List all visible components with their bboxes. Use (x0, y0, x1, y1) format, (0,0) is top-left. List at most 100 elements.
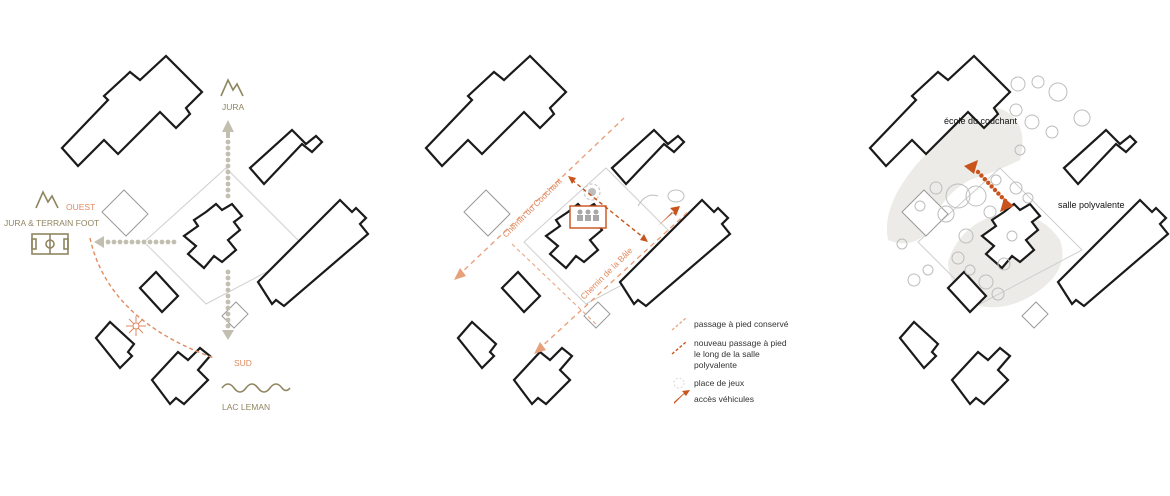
building-sw2 (94, 320, 136, 370)
trail-dot (986, 180, 991, 185)
tree-icon (914, 200, 926, 212)
new-passage (571, 179, 645, 239)
trail-dot (105, 239, 111, 245)
trail-dot (225, 287, 231, 293)
building-ne (248, 128, 324, 186)
trail-dot (225, 323, 231, 329)
tree-icon (922, 264, 934, 276)
label-lac: LAC LEMAN (222, 402, 270, 412)
trail-dot (129, 239, 135, 245)
path-sw-ne (511, 243, 599, 327)
legend-row-0: passage à pied conservé (671, 317, 789, 331)
trail-dot (225, 163, 231, 169)
axis-west (94, 236, 104, 248)
trail-dot (225, 181, 231, 187)
tree-icon (907, 273, 921, 287)
legend: passage à pied conservé nouveau passage … (671, 317, 789, 404)
sun-icon (126, 316, 146, 336)
trail-dot (1003, 198, 1008, 203)
trail-dot (225, 317, 231, 323)
axis-north (222, 120, 234, 138)
people-icon (577, 209, 599, 221)
label-salle: salle polyvalente (1058, 200, 1125, 210)
building-east-2 (618, 198, 732, 308)
ecole-building (868, 54, 1012, 168)
trail-dot (165, 239, 171, 245)
panel-circulation: Chemin du Couchant Chemin de la Bâle pas… (424, 54, 789, 406)
building-east-3 (1056, 198, 1170, 308)
building-west-3 (901, 189, 949, 237)
legend-label: polyvalente (694, 360, 737, 370)
playground-icon (583, 183, 601, 201)
trail-dot (989, 184, 994, 189)
tree-icon (945, 183, 971, 209)
building-sw1-3 (946, 270, 988, 314)
trail-dot (135, 239, 141, 245)
school-hall (182, 202, 244, 270)
label-ouest: OUEST (66, 202, 95, 212)
trail-dot (117, 239, 123, 245)
sketch-curve (637, 194, 659, 207)
tree-icon (1048, 82, 1068, 102)
trail-dot (975, 169, 981, 175)
trail-dot (171, 239, 177, 245)
legend-row-2: place de jeux (673, 377, 745, 389)
panel-landscape: école du couchant salle polyvalente (868, 54, 1170, 406)
tree-icon (896, 238, 908, 250)
trail-dot (141, 239, 147, 245)
tree-icon (983, 205, 997, 219)
trail-dot (225, 139, 231, 145)
arrow-head-sw (534, 342, 546, 354)
trail-dot (979, 173, 984, 178)
connection-arrow (964, 160, 1014, 212)
trail-dot (996, 191, 1001, 196)
tree-icon (964, 264, 976, 276)
trail-dot (225, 145, 231, 151)
building-sw1-2 (500, 270, 542, 314)
arrow-solid-icon (674, 390, 690, 404)
panel-orientation: JURA JURA & TERRAIN FOOT OUEST SUD LAC L… (4, 54, 370, 412)
label-sud: SUD (234, 358, 252, 368)
trail-dot (123, 239, 129, 245)
chemin-bale-line (537, 209, 691, 351)
trail-dot (225, 151, 231, 157)
trail-dot (225, 281, 231, 287)
trail-dot (225, 193, 231, 199)
trees (896, 75, 1091, 301)
trail-dot (992, 187, 998, 193)
trail-dot (225, 305, 231, 311)
trail-dot (225, 293, 231, 299)
trail-dot (225, 299, 231, 305)
mountain-icon (220, 78, 244, 97)
tree-icon (1014, 144, 1026, 156)
new-passage-head-b (640, 234, 648, 242)
circle-dashed-icon (673, 377, 685, 389)
trail-dot (225, 187, 231, 193)
playground-dot (588, 188, 596, 196)
trail-dot (147, 239, 153, 245)
building-sw2-2 (456, 320, 498, 370)
building-ne-2 (610, 128, 686, 186)
label-jura-foot: JURA & TERRAIN FOOT (4, 218, 99, 228)
new-passage-head-a (568, 176, 576, 184)
tree-icon (991, 287, 1005, 301)
trail-dot (225, 311, 231, 317)
tree-icon (951, 251, 965, 265)
legend-row-3: accès véhicules (674, 390, 754, 404)
building-west-2 (463, 189, 511, 237)
legend-label: place de jeux (694, 378, 745, 388)
trail-dot (982, 177, 987, 182)
trail-dot (153, 239, 159, 245)
tree-icon (1073, 109, 1091, 127)
tree-icon (929, 181, 943, 195)
axis-south (222, 330, 234, 340)
tree-icon (965, 185, 987, 207)
tree-icon (937, 205, 955, 223)
tree-icon (1031, 75, 1045, 89)
arrow-head-west (454, 268, 466, 280)
legend-label: le long de la salle (694, 349, 760, 359)
tree-icon (958, 228, 974, 244)
building-sw2-3 (898, 320, 940, 370)
legend-label: nouveau passage à pied (694, 338, 787, 348)
